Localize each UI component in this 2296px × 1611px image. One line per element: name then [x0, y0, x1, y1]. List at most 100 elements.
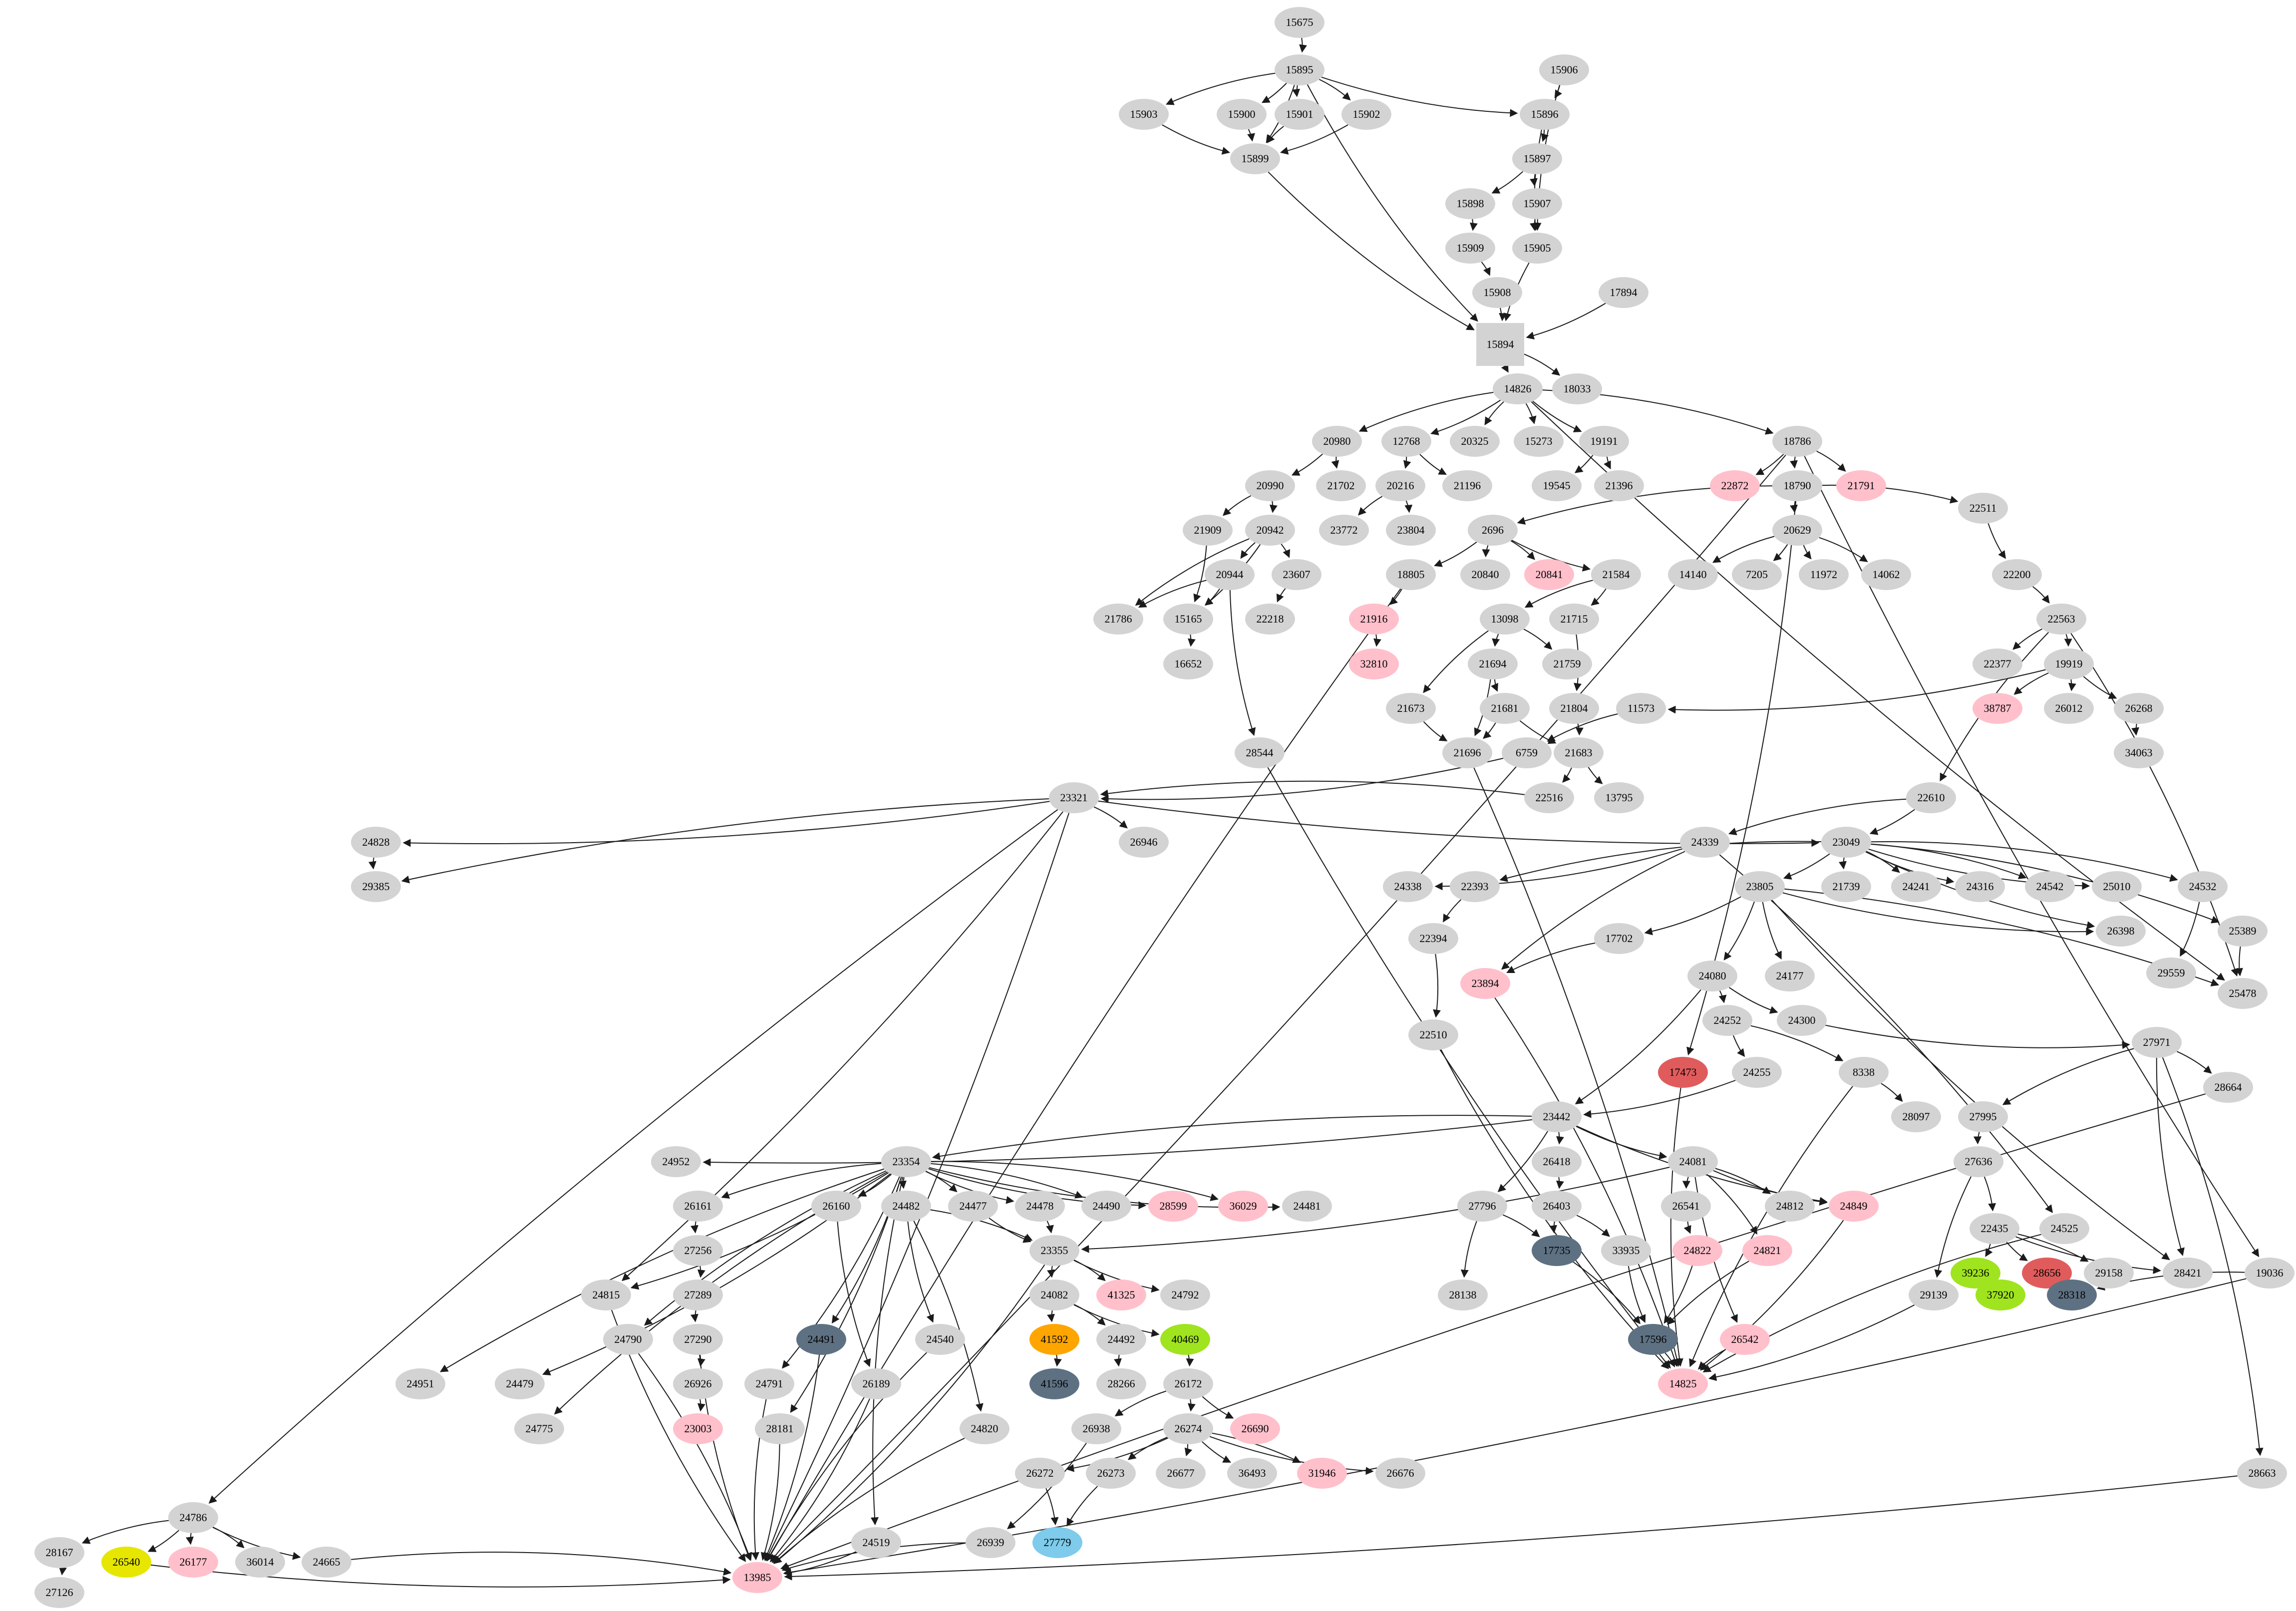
node-label: 15906	[1550, 63, 1578, 76]
graph-node-17702: 17702	[1594, 923, 1644, 954]
graph-node-21683: 21683	[1554, 737, 1604, 768]
graph-node-6759: 6759	[1502, 737, 1552, 768]
graph-node-24316: 24316	[1955, 871, 2005, 902]
node-label: 25389	[2229, 925, 2257, 937]
graph-node-26161: 26161	[673, 1191, 723, 1222]
edge-24790-13985	[638, 1353, 752, 1561]
graph-node-26273: 26273	[1086, 1458, 1136, 1489]
node-label: 23354	[892, 1155, 920, 1168]
node-label: 15165	[1174, 613, 1202, 625]
graph-node-24481: 24481	[1282, 1191, 1332, 1222]
edge-24255-23442	[1583, 1080, 1736, 1118]
edge-20629-14062	[1819, 537, 1868, 562]
node-label: 23804	[1397, 524, 1425, 536]
edge-22394-22510	[1433, 954, 1441, 1018]
node-label: 15899	[1241, 152, 1269, 165]
node-label: 26272	[1026, 1467, 1054, 1479]
edge-23354-24951	[440, 1168, 885, 1372]
node-label: 26677	[1167, 1467, 1195, 1479]
node-label: 20629	[1783, 524, 1811, 536]
edge-24080-24252	[1718, 990, 1727, 1003]
graph-node-21673: 21673	[1386, 693, 1436, 724]
node-label: 27971	[2143, 1036, 2171, 1048]
graph-node-24786: 24786	[168, 1502, 218, 1533]
node-label: 26398	[2107, 925, 2135, 937]
edge-23355-24792	[1073, 1260, 1160, 1293]
edge-15899-15894	[1268, 171, 1475, 330]
node-label: 24255	[1743, 1066, 1771, 1078]
graph-node-23003: 23003	[673, 1413, 723, 1444]
graph-node-39236: 39236	[1951, 1258, 2000, 1289]
edge-23442-27796	[1497, 1131, 1548, 1193]
graph-node-24338: 24338	[1383, 871, 1433, 902]
node-label: 15908	[1483, 286, 1511, 299]
graph-node-24479: 24479	[495, 1368, 545, 1399]
edge-23049-25389	[1871, 844, 2220, 924]
graph-node-8338: 8338	[1839, 1057, 1889, 1088]
node-label: 24081	[1679, 1155, 1707, 1168]
edge-24081-26541	[1682, 1177, 1690, 1189]
graph-node-11573: 11573	[1616, 693, 1666, 724]
node-label: 24177	[1776, 969, 1804, 982]
edge-15902-15899	[1280, 124, 1348, 155]
graph-node-17596: 17596	[1628, 1324, 1678, 1355]
edge-20942-21786	[1135, 538, 1250, 606]
graph-node-21584: 21584	[1591, 559, 1641, 590]
edge-19919-11573	[1667, 669, 2046, 714]
graph-node-24812: 24812	[1765, 1191, 1815, 1222]
node-label: 24252	[1713, 1014, 1741, 1026]
node-label: 27290	[684, 1333, 712, 1345]
graph-node-24080: 24080	[1687, 961, 1737, 991]
edge-18805-13985	[766, 588, 1401, 1562]
node-label: 24951	[406, 1377, 434, 1390]
node-label: 26938	[1082, 1422, 1110, 1435]
edge-27971-28421	[2156, 1057, 2185, 1257]
node-label: 21739	[1832, 880, 1860, 893]
edge-20944-21786	[1138, 580, 1207, 608]
edge-24339-23894	[1501, 851, 1685, 970]
node-label: 17596	[1639, 1333, 1667, 1345]
node-label: 24080	[1698, 969, 1726, 982]
edge-15908-15894	[1499, 308, 1507, 322]
edge-22393-22394	[1443, 899, 1462, 923]
graph-node-21739: 21739	[1821, 871, 1871, 902]
graph-node-18805: 18805	[1386, 559, 1436, 590]
graph-node-38787: 38787	[1972, 693, 2022, 724]
node-label: 20216	[1386, 479, 1414, 492]
edge-24849-14825	[1699, 1220, 1844, 1371]
node-label: 7205	[1746, 568, 1768, 581]
edge-20944-15165	[1205, 588, 1220, 606]
graph-node-14826: 14826	[1493, 373, 1543, 404]
node-label: 27796	[1468, 1200, 1496, 1212]
graph-node-24822: 24822	[1672, 1235, 1722, 1266]
node-label: 24665	[313, 1556, 340, 1568]
edge-26274-26677	[1184, 1444, 1193, 1457]
edge-24482-24820	[913, 1221, 984, 1412]
edge-2696-21584	[1511, 540, 1591, 572]
graph-node-21715: 21715	[1549, 604, 1599, 635]
graph-node-19191: 19191	[1579, 426, 1629, 457]
edge-24540-13985	[766, 1352, 928, 1562]
graph-node-20629: 20629	[1772, 515, 1822, 546]
graph-node-24339: 24339	[1680, 827, 1730, 858]
edge-23354-24490	[931, 1163, 1083, 1199]
graph-node-25389: 25389	[2218, 916, 2268, 947]
edge-8338-28097	[1881, 1083, 1903, 1102]
edge-20629-11972	[1803, 545, 1812, 560]
graph-node-26418: 26418	[1532, 1146, 1582, 1177]
node-label: 25478	[2229, 987, 2257, 999]
edge-21584-13098	[1524, 580, 1593, 608]
graph-node-23804: 23804	[1386, 515, 1436, 546]
graph-node-22511: 22511	[1958, 493, 2008, 524]
edge-26540-13985	[150, 1564, 731, 1588]
edge-23805-28421	[1771, 900, 2170, 1261]
node-label: 22563	[2047, 613, 2075, 625]
node-label: 24540	[926, 1333, 954, 1345]
edge-24532-29559	[2180, 902, 2200, 957]
node-label: 23442	[1543, 1110, 1571, 1123]
graph-node-20841: 20841	[1524, 559, 1574, 590]
graph-node-24791: 24791	[744, 1368, 794, 1399]
edge-26172-26938	[1114, 1390, 1167, 1417]
graph-node-23049: 23049	[1821, 827, 1871, 858]
